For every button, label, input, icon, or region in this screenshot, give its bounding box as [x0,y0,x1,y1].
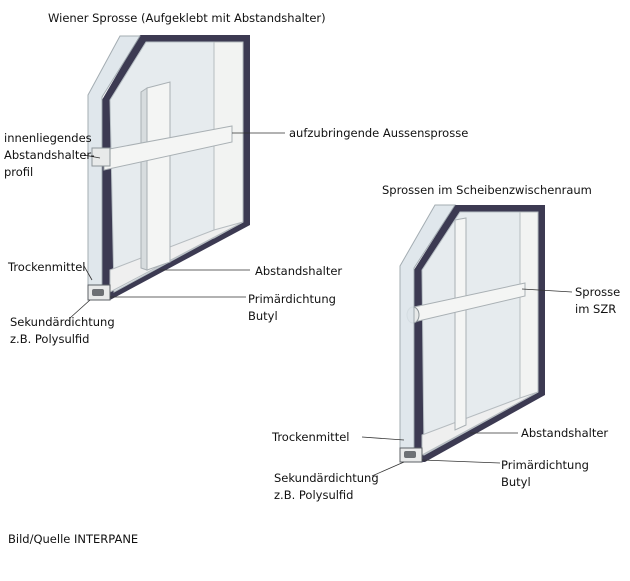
label-spacer-1: Abstandshalter [255,264,343,278]
inner-spacer-profile-1 [91,147,111,167]
diagram2-title: Sprossen im Scheibenzwischenraum [382,183,592,197]
desiccant-channel-1 [92,289,104,296]
label-inner-spacer-line3: profil [4,165,34,179]
label-bar-in-cavity-line1: Sprosse [575,285,621,299]
diagram1-title: Wiener Sprosse (Aufgeklebt mit Abstandsh… [48,11,326,25]
label-bar-in-cavity-line2: im SZR [575,302,617,316]
label-inner-spacer-profile: innenliegendes Abstandshalter- profil [4,130,95,181]
label-secondary-seal-2: Sekundärdichtung z.B. Polysulfid [274,470,379,504]
label-primary-seal-1-line1: Primärdichtung [248,292,336,306]
label-primary-seal-2-line1: Primärdichtung [501,458,589,472]
label-desiccant-2: Trockenmittel [272,430,350,444]
label-inner-spacer-line2: Abstandshalter- [4,148,95,162]
label-secondary-seal-1: Sekundärdichtung z.B. Polysulfid [10,314,115,348]
label-desiccant-1: Trockenmittel [8,260,86,274]
glass-unit-1 [87,35,250,301]
label-primary-seal-1: Primärdichtung Butyl [248,291,336,325]
label-secondary-seal-1-line2: z.B. Polysulfid [10,332,90,346]
label-inner-spacer-line1: innenliegendes [4,131,92,145]
leader-lines-1 [69,132,285,319]
image-credit: Bild/Quelle INTERPANE [8,532,139,546]
outer-bar-vertical-1 [146,81,171,271]
label-primary-seal-2-line2: Butyl [501,475,531,489]
leader-lines-2 [361,288,573,477]
outer-bar-vertical-side-1 [140,87,148,271]
label-primary-seal-1-line2: Butyl [248,309,278,323]
label-spacer-2: Abstandshalter [521,426,609,440]
label-secondary-seal-2-line1: Sekundärdichtung [274,471,379,485]
label-primary-seal-2: Primärdichtung Butyl [501,457,589,491]
glass-unit-2 [399,204,545,463]
label-secondary-seal-2-line2: z.B. Polysulfid [274,488,354,502]
label-bar-in-cavity: Sprosse im SZR [575,284,620,318]
desiccant-channel-2 [404,451,416,458]
label-outer-bar: aufzubringende Aussensprosse [289,126,469,140]
cavity-bar-vertical-2 [454,217,467,431]
label-secondary-seal-1-line1: Sekundärdichtung [10,315,115,329]
spacer-frame-2 [519,211,539,401]
